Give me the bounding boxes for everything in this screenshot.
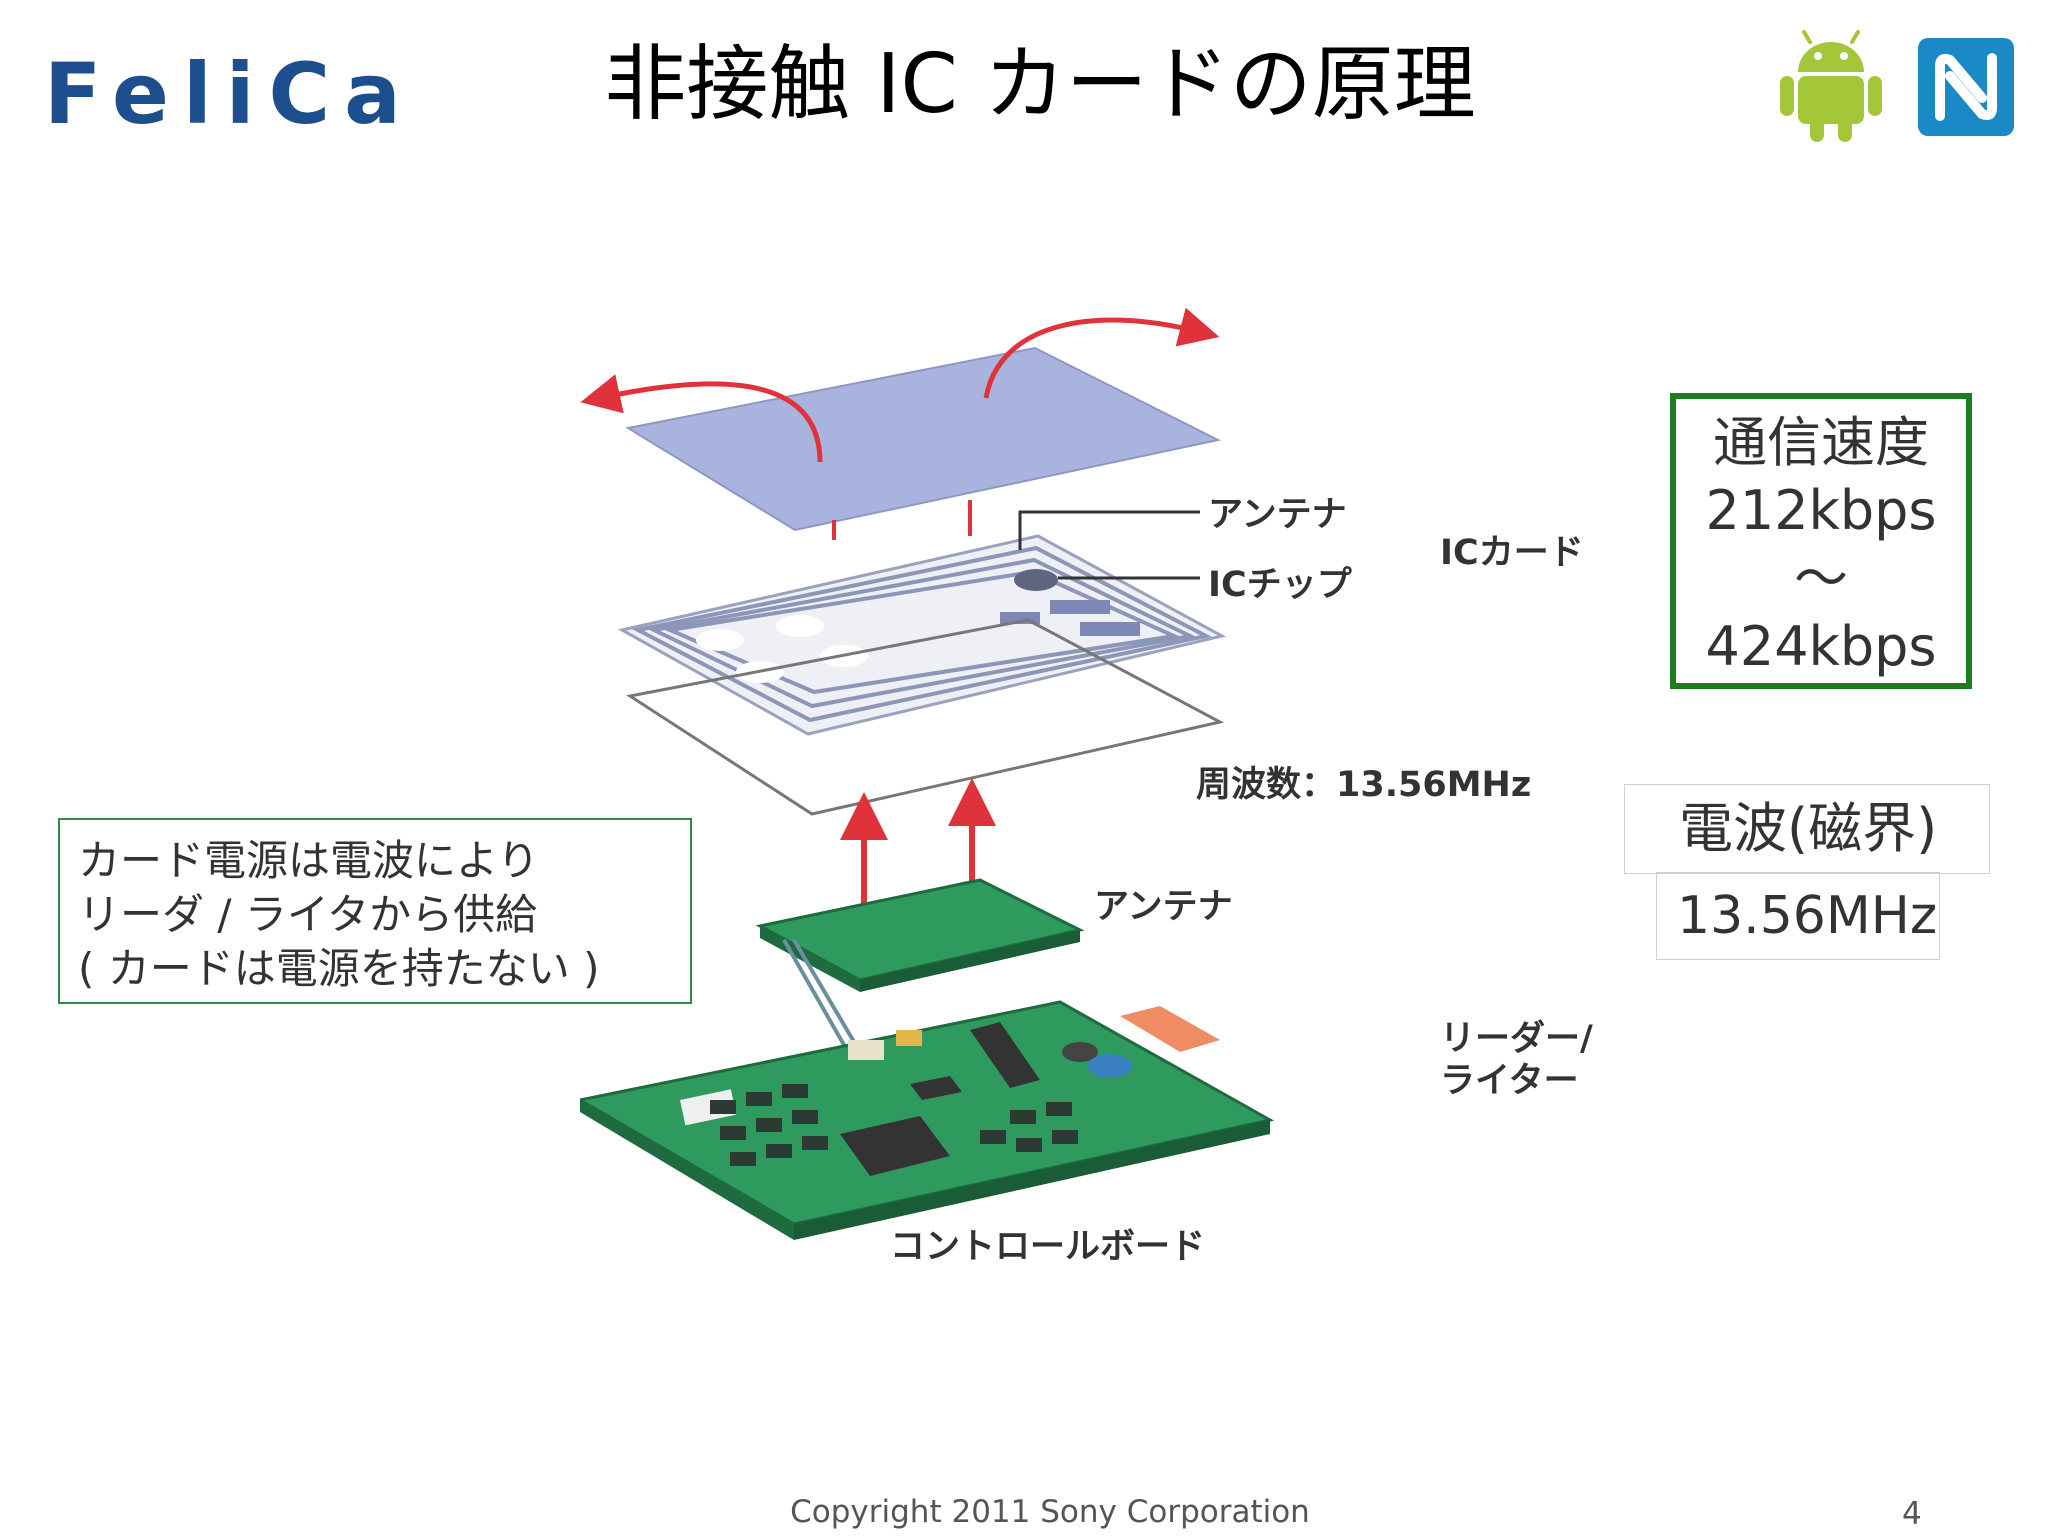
page-number: 4	[1902, 1496, 1922, 1532]
slide-title: 非接触 IC カードの原理	[604, 37, 1476, 132]
antenna-leader-line	[1018, 510, 1200, 550]
speed-label: 通信速度	[1713, 411, 1929, 474]
control-board-edge	[580, 1100, 794, 1240]
note-line: ( カードは電源を持たない )	[78, 944, 600, 993]
felica-logo: FeliCa	[44, 45, 415, 143]
reader-writer-label-line2: ライター	[1440, 1061, 1579, 1101]
power-supply-note: カード電源は電波により リーダ / ライタから供給 ( カードは電源を持たない …	[58, 818, 692, 1004]
control-board-label: コントロールボード	[890, 1227, 1206, 1267]
reader-antenna-board-edge	[860, 930, 1080, 992]
board-main-chip	[840, 1116, 950, 1176]
ic-card-label: ICカード	[1440, 533, 1584, 573]
board-pad-grid	[710, 1084, 1078, 1166]
radio-wave-frequency: 13.56MHz	[1656, 872, 1940, 960]
chip-pad	[1050, 600, 1110, 614]
speed-max: 424kbps	[1705, 615, 1937, 678]
board-chip	[680, 1089, 737, 1126]
board-chip	[910, 1076, 962, 1100]
board-connector	[970, 1022, 1040, 1088]
antenna-cable	[792, 938, 862, 1054]
card-contact	[696, 629, 744, 651]
control-board-edge	[794, 1120, 1270, 1240]
ic-chip-label: ICチップ	[1208, 565, 1352, 605]
diagram-illustration	[575, 307, 1420, 1258]
card-base-layer	[626, 618, 1225, 816]
note-line: リーダ / ライタから供給	[78, 890, 538, 939]
radio-wave-label: 電波(磁界)	[1624, 784, 1990, 874]
ic-chip	[1014, 569, 1058, 591]
card-contact	[776, 615, 824, 637]
ic-card-exploded-diagram: アンテナ ICチップ ICカード 周波数：13.56MHz アンテナ リーダー/…	[575, 300, 1593, 1300]
antenna-card-label: アンテナ	[1208, 495, 1347, 535]
nfc-n-mark-icon	[1918, 38, 2014, 136]
reader-writer-label-line1: リーダー/	[1440, 1019, 1593, 1059]
speed-min: 212kbps	[1705, 479, 1937, 542]
board-capacitor	[1088, 1054, 1132, 1078]
board-part	[848, 1040, 884, 1060]
board-connector	[1120, 1006, 1220, 1052]
cover-lift-arrow-right	[983, 307, 1220, 399]
speed-tilde: ～	[1794, 547, 1848, 610]
board-capacitor	[1062, 1042, 1098, 1062]
communication-speed-box: 通信速度 212kbps ～ 424kbps	[1670, 393, 1972, 689]
card-cover-layer	[625, 346, 1221, 532]
cover-lift-arrow-left	[580, 374, 823, 463]
reader-antenna-label: アンテナ	[1094, 887, 1233, 927]
chip-pad	[1080, 622, 1140, 636]
android-robot-icon	[1780, 30, 1882, 142]
copyright-text: Copyright 2011 Sony Corporation	[790, 1494, 1310, 1530]
board-part	[896, 1030, 922, 1046]
card-antenna-layer	[617, 534, 1227, 736]
frequency-label: 周波数：13.56MHz	[1196, 765, 1532, 805]
antenna-cable	[782, 939, 850, 1053]
antenna-coil	[632, 545, 1212, 723]
note-line: カード電源は電波により	[78, 836, 540, 885]
